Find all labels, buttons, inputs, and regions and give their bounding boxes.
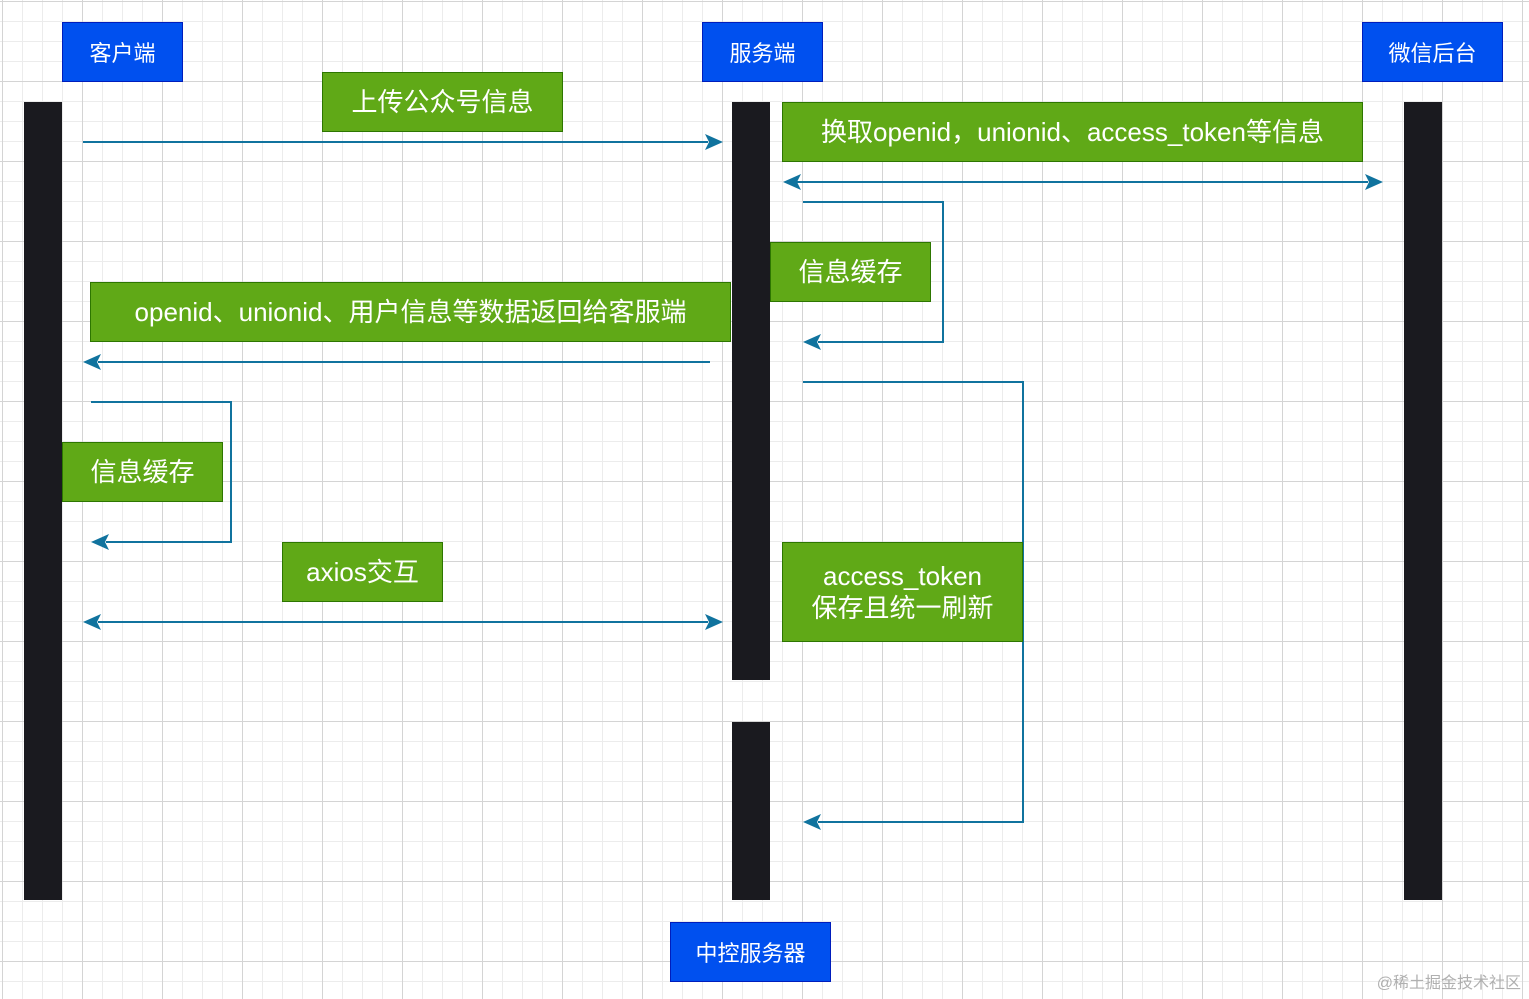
arrowhead-token xyxy=(803,814,821,830)
watermark: @稀土掘金技术社区 xyxy=(1376,975,1521,992)
arrowhead-server-cache xyxy=(803,334,821,350)
arrowhead-exchange-right xyxy=(1365,174,1383,190)
note-token: access_token 保存且统一刷新 xyxy=(782,542,1023,642)
wechat-lifeline xyxy=(1404,102,1442,900)
arrowhead-exchange-left xyxy=(783,174,801,190)
note-axios: axios交互 xyxy=(282,542,443,602)
arrowhead-axios-left xyxy=(83,614,101,630)
arrow-server-cache-loop xyxy=(803,201,944,343)
actor-control-server: 中控服务器 xyxy=(670,922,831,982)
note-upload: 上传公众号信息 xyxy=(322,72,563,132)
actor-wechat: 微信后台 xyxy=(1362,22,1503,82)
actor-server: 服务端 xyxy=(702,22,823,82)
arrowhead-upload xyxy=(705,134,723,150)
arrow-token-loop xyxy=(803,381,1024,823)
arrowhead-axios-right xyxy=(705,614,723,630)
server-lifeline-lower xyxy=(732,722,770,900)
arrow-client-cache-loop xyxy=(91,401,232,543)
server-lifeline-upper xyxy=(732,102,770,680)
note-return-data: openid、unionid、用户信息等数据返回给客服端 xyxy=(90,282,731,342)
note-client-cache: 信息缓存 xyxy=(62,442,223,502)
arrowhead-client-cache xyxy=(91,534,109,550)
actor-client: 客户端 xyxy=(62,22,183,82)
note-exchange: 换取openid，unionid、access_token等信息 xyxy=(782,102,1363,162)
note-server-cache: 信息缓存 xyxy=(770,242,931,302)
note-token-line2: 保存且统一刷新 xyxy=(811,593,994,623)
arrowhead-return-data xyxy=(83,354,101,370)
client-lifeline xyxy=(24,102,62,900)
note-token-line1: access_token xyxy=(823,560,982,591)
